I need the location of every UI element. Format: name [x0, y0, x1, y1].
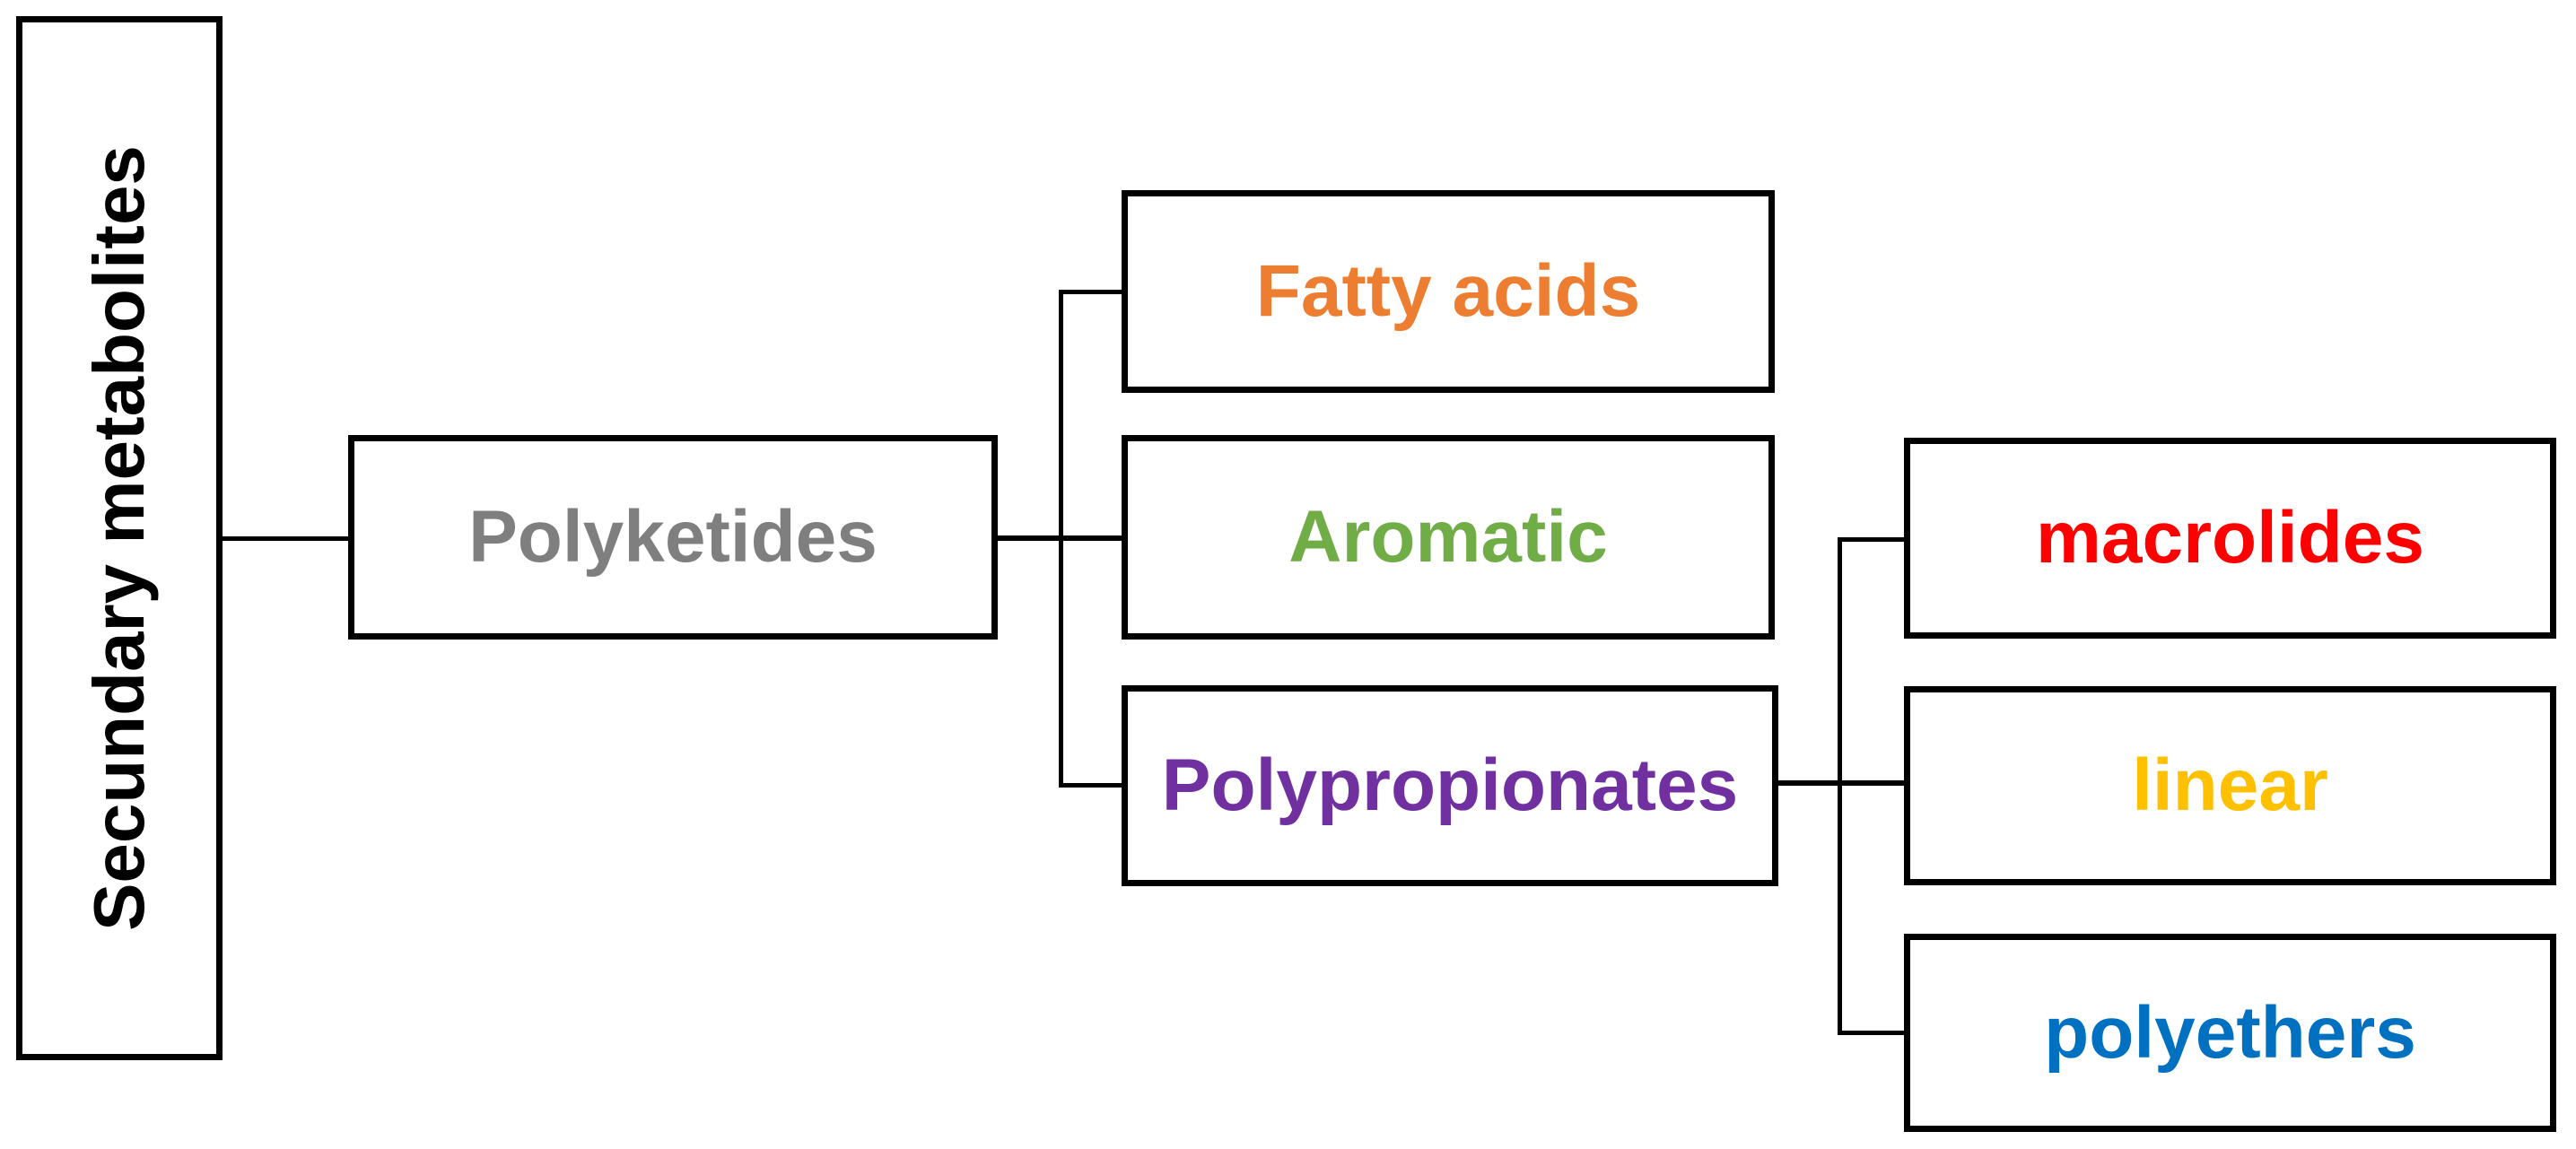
node-label-polyketides: Polyketides: [468, 496, 878, 578]
node-label-polyethers: polyethers: [2044, 991, 2416, 1074]
connector-level2-spine: [1059, 290, 1063, 788]
connector-to-polypropionates: [1059, 783, 1122, 788]
node-aromatic: Aromatic: [1122, 435, 1775, 640]
node-secundary-metabolites: Secundary metabolites: [16, 16, 223, 1060]
connector-root-to-polyketides: [223, 536, 348, 541]
node-polyethers: polyethers: [1904, 934, 2556, 1132]
connector-level3-spine: [1838, 537, 1842, 1035]
node-label-polypropionates: Polypropionates: [1161, 744, 1739, 826]
node-polypropionates: Polypropionates: [1122, 685, 1778, 886]
node-label-macrolides: macrolides: [2036, 497, 2424, 579]
node-label-linear: linear: [2132, 744, 2328, 826]
node-label-secundary-metabolites: Secundary metabolites: [79, 145, 160, 931]
connector-to-polyethers: [1838, 1031, 1904, 1035]
node-label-fatty-acids: Fatty acids: [1255, 250, 1641, 332]
connector-to-macrolides: [1838, 537, 1904, 542]
node-polyketides: Polyketides: [348, 435, 998, 640]
node-label-aromatic: Aromatic: [1288, 496, 1608, 578]
node-macrolides: macrolides: [1904, 438, 2556, 639]
node-fatty-acids: Fatty acids: [1122, 190, 1775, 393]
connector-to-fatty-acids: [1059, 290, 1122, 294]
node-linear: linear: [1904, 686, 2556, 885]
